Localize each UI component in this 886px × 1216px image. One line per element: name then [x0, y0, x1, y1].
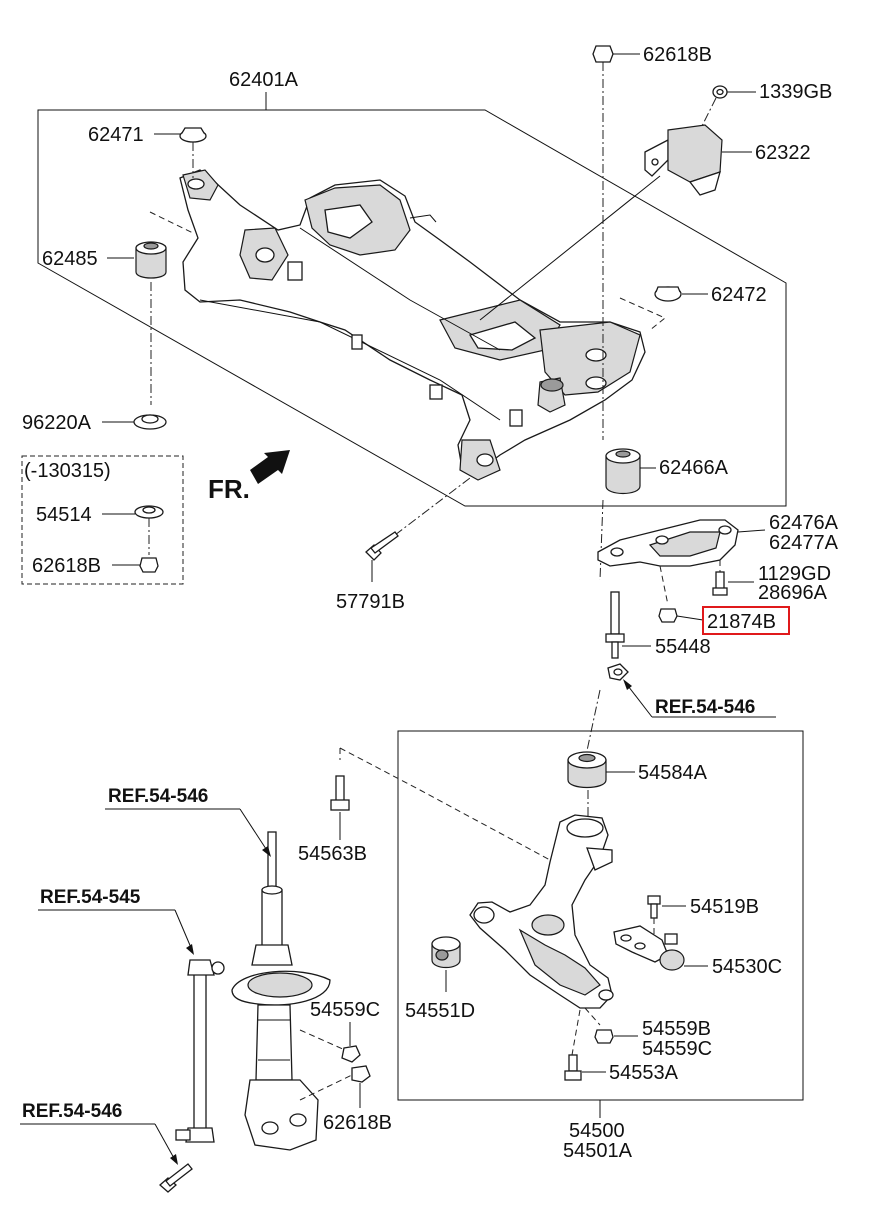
label-62618B-bottom: 62618B: [323, 1112, 392, 1134]
ball-joint-54530C: [613, 925, 708, 971]
label-62618B-top: 62618B: [643, 44, 712, 66]
label-62466A: 62466A: [659, 457, 729, 479]
ref-label-link: REF.54-545: [40, 887, 141, 908]
label-54584A: 54584A: [638, 762, 708, 784]
label-62476A: 62476A: [769, 512, 839, 534]
label-62618B-left: 62618B: [32, 555, 101, 577]
label-130315: (-130315): [24, 460, 111, 482]
label-1129GD: 1129GD: [758, 563, 831, 585]
bolt-54553A: [564, 1009, 606, 1081]
label-57791B: 57791B: [336, 591, 405, 613]
label-54559C-left: 54559C: [310, 999, 380, 1021]
label-1339GB: 1339GB: [759, 81, 832, 103]
bushing-54584A: [567, 751, 635, 789]
nut-62618B-top: [592, 45, 640, 63]
bushing-54551D: [431, 936, 461, 992]
label-62401A: 62401A: [229, 69, 299, 91]
washer-1339GB: [699, 85, 756, 131]
label-62322: 62322: [755, 142, 811, 164]
subframe-crossmember: [179, 169, 646, 481]
label-96220A: 96220A: [22, 412, 92, 434]
label-54563B: 54563B: [298, 843, 367, 865]
nut-62618B-left: [112, 557, 159, 573]
bushing-62485: [107, 211, 194, 405]
washer-96220A: [102, 414, 167, 430]
highlight-box-21874B: [702, 606, 790, 635]
label-54553A: 54553A: [609, 1062, 679, 1084]
ref-label-mid: REF.54-546: [655, 697, 755, 718]
label-54559C-right: 54559C: [642, 1038, 712, 1060]
stabilizer-link: [159, 959, 225, 1193]
nut-62618B-bottom: [299, 1065, 371, 1108]
bracket-62476A: [597, 519, 766, 606]
label-21874B: 21874B: [707, 611, 776, 633]
strut-assembly: [231, 831, 331, 1151]
subframe-group-outline: [37, 109, 787, 507]
ref-label-strut: REF.54-546: [108, 786, 208, 807]
bolt-54519B: [647, 895, 686, 935]
front-label: FR.: [208, 474, 250, 504]
nut-54559C-left: [299, 1022, 361, 1063]
nut-54559B: [584, 1007, 638, 1044]
label-54501A: 54501A: [563, 1140, 633, 1162]
label-54551D: 54551D: [405, 1000, 475, 1022]
label-54530C: 54530C: [712, 956, 782, 978]
label-54514: 54514: [36, 504, 92, 526]
bushing-62466A: [605, 448, 656, 495]
bolt-54563B: [330, 747, 551, 861]
label-55448: 55448: [655, 636, 711, 658]
label-62472: 62472: [711, 284, 767, 306]
label-28696A: 28696A: [758, 582, 828, 604]
bolt-57791B: [365, 477, 471, 582]
washer-62471: [154, 127, 207, 178]
nut-21874B: [658, 608, 704, 623]
superseded-parts-box: [21, 455, 184, 585]
label-62477A: 62477A: [769, 532, 839, 554]
arrow-icon: [250, 450, 290, 484]
label-62471: 62471: [88, 124, 144, 146]
ref-label-bottom: REF.54-546: [22, 1101, 122, 1122]
washer-54514: [102, 505, 164, 555]
bolt-1129GD: [712, 560, 754, 596]
lower-control-arm: [469, 814, 614, 1009]
label-62485: 62485: [42, 248, 98, 270]
bracket-62322: [479, 124, 752, 321]
label-54519B: 54519B: [690, 896, 759, 918]
label-54559B: 54559B: [642, 1018, 711, 1040]
washer-62472: [619, 286, 708, 331]
stud-55448: [605, 591, 651, 681]
label-54500: 54500: [569, 1120, 625, 1142]
